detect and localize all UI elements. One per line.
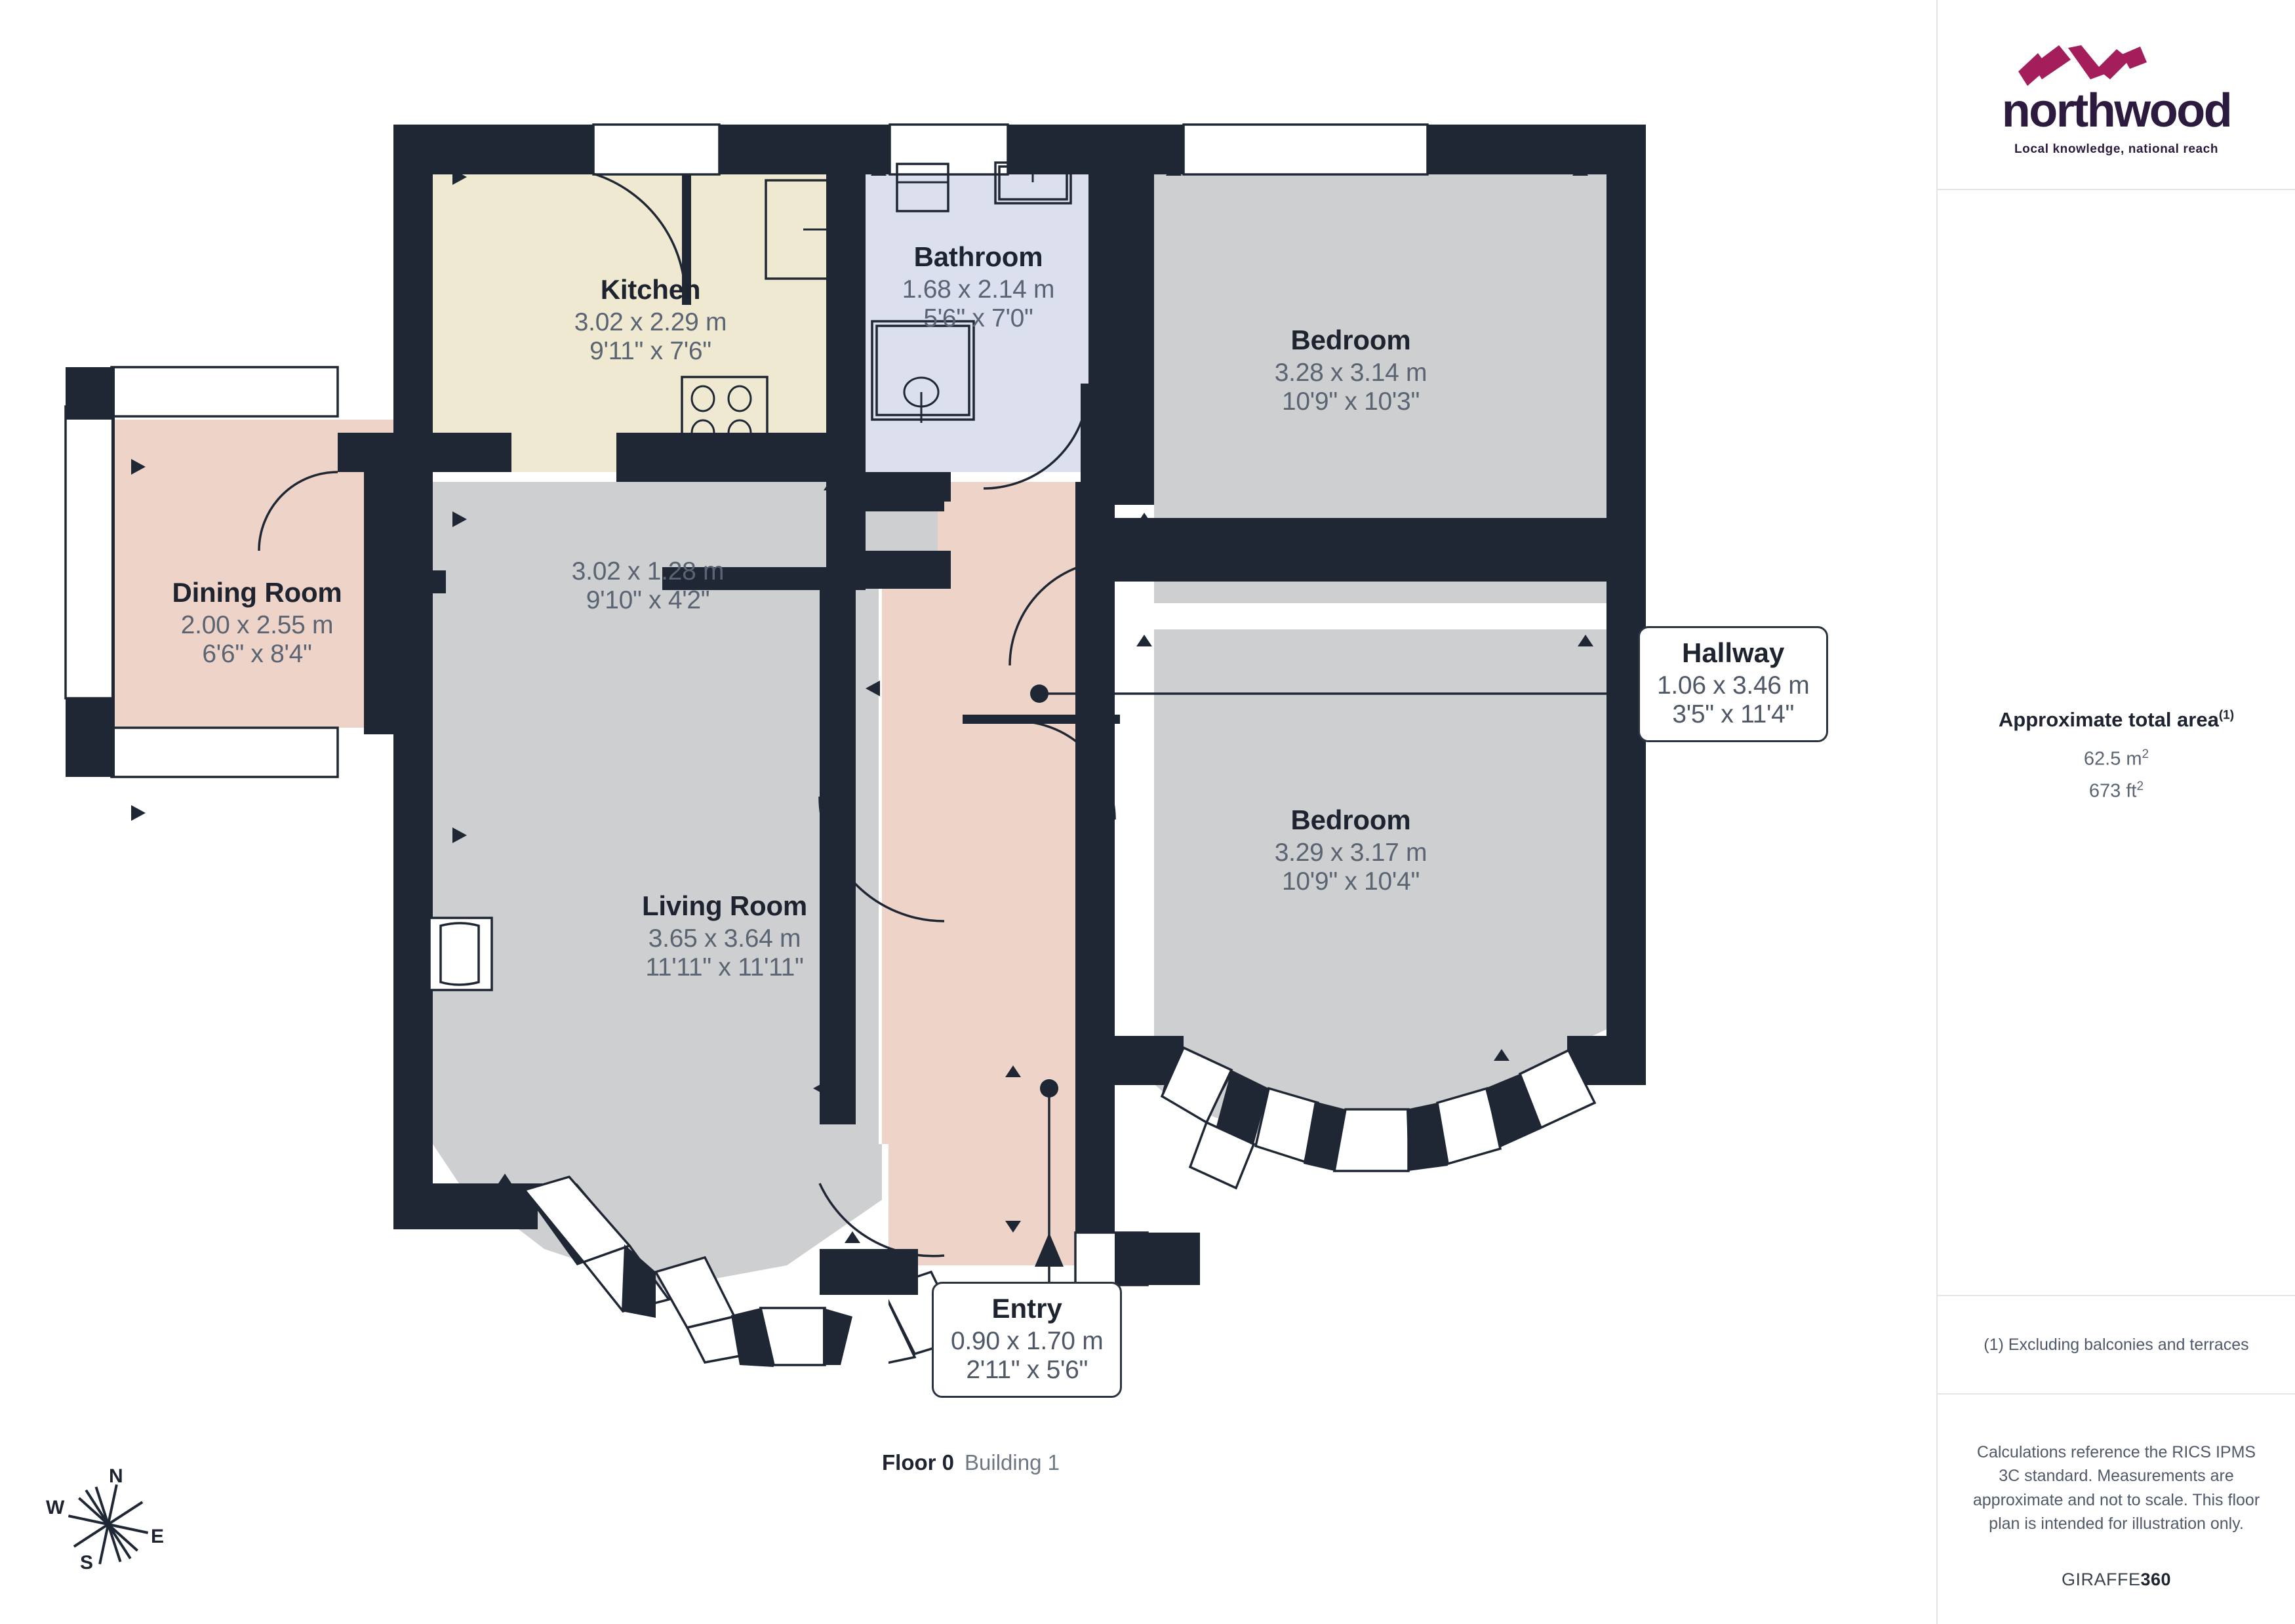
floorplan-drawing: .wall { fill: #1e2733; } .grey { fill: #… (64, 123, 1646, 1565)
callout-name: Entry (991, 1293, 1062, 1324)
metric-superscript: 2 (2142, 747, 2149, 761)
total-area-metric: 62.5 m2 (2084, 747, 2149, 770)
footnote-cell: (1) Excluding balconies and terraces (1938, 1296, 2295, 1395)
callout-dim-imperial: 3'5" x 11'4" (1672, 700, 1795, 728)
callout-name: Hallway (1681, 637, 1785, 668)
callout-entry: Entry 0.90 x 1.70 m 2'11" x 5'6" (932, 1282, 1123, 1398)
giraffe-word: GIRAFFE (2061, 1570, 2141, 1589)
compass-west-label: W (46, 1497, 65, 1518)
callout-dim-metric: 1.06 x 3.46 m (1657, 671, 1810, 700)
logo-wordmark: northwood (2001, 85, 2233, 137)
total-area-cell: Approximate total area(1) 62.5 m2 673 ft… (1938, 190, 2295, 1296)
brand-cell: northwood Local knowledge, national reac… (1938, 0, 2295, 190)
floor-caption: Floor 0 Building 1 (882, 1450, 1060, 1475)
northwood-logo: northwood Local knowledge, national reac… (1963, 45, 2271, 157)
building-label: Building 1 (965, 1450, 1060, 1475)
northwood-chevron-icon (2018, 45, 2147, 86)
total-area-metric-value: 62.5 m (2083, 748, 2142, 770)
compass-east-label: E (151, 1526, 165, 1547)
giraffe-360: 360 (2140, 1570, 2172, 1589)
floor-label: Floor 0 (882, 1450, 955, 1475)
floorplan-canvas[interactable]: .wall { fill: #1e2733; } .grey { fill: #… (0, 0, 1936, 1624)
callout-hallway: Hallway 1.06 x 3.46 m 3'5" x 11'4" (1638, 626, 1829, 743)
total-area-imperial-value: 673 ft (2088, 780, 2137, 802)
compass-south-label: S (80, 1552, 94, 1574)
callout-dim-imperial: 2'11" x 5'6" (966, 1355, 1088, 1384)
footnote-text: (1) Excluding balconies and terraces (1984, 1335, 2249, 1354)
total-area-title: Approximate total area(1) (1999, 708, 2234, 732)
logo-tagline: Local knowledge, national reach (2014, 142, 2219, 156)
total-area-footnote-marker: (1) (2218, 708, 2235, 723)
callout-dim-metric: 0.90 x 1.70 m (951, 1327, 1104, 1356)
total-area-imperial: 673 ft2 (2089, 780, 2144, 802)
info-sidebar: northwood Local knowledge, national reac… (1936, 0, 2295, 1624)
compass-rose: N E S W (46, 1465, 170, 1583)
legal-cell: Calculations reference the RICS IPMS 3C … (1938, 1395, 2295, 1624)
imperial-superscript: 2 (2136, 779, 2144, 793)
giraffe360-logo: GIRAFFE360 (2062, 1570, 2171, 1590)
legal-disclaimer: Calculations reference the RICS IPMS 3C … (1972, 1443, 2260, 1533)
compass-north-label: N (109, 1465, 123, 1487)
total-area-title-text: Approximate total area (1998, 708, 2219, 731)
